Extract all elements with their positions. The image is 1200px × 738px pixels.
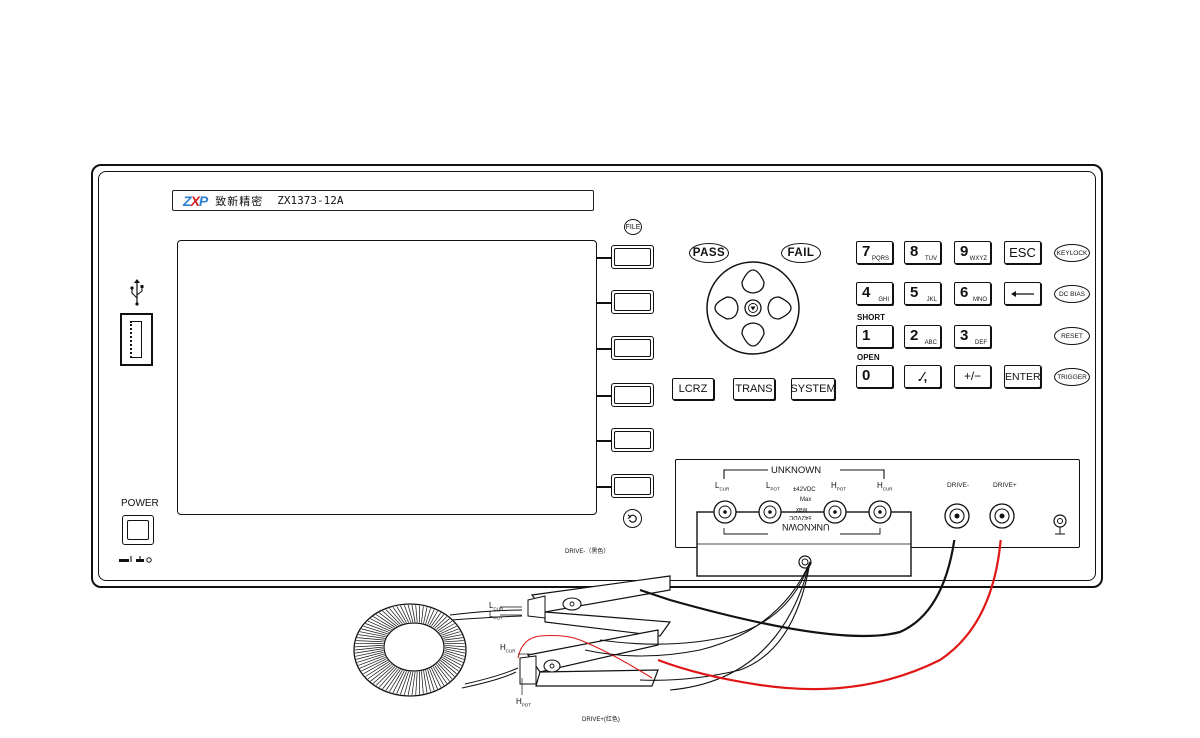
fixture-max: Max [796,506,808,512]
system-key[interactable]: SYSTEM [790,378,836,400]
fail-indicator: FAIL [781,243,821,263]
softkey-line [597,302,611,304]
lcd-screen [177,240,597,515]
keylock-key[interactable]: KEYLOCK [1054,244,1090,262]
unknown-bracket [723,469,885,479]
lcrz-key[interactable]: LCRZ [672,378,714,400]
reset-key[interactable]: RESET [1054,327,1090,345]
brand-logo: ZXP [183,192,208,209]
toroid-core [353,603,467,697]
bnc-h-pot[interactable] [823,500,847,524]
softkey-5[interactable] [611,428,654,452]
voltage-max: Max [800,497,812,503]
file-button[interactable]: FILE [624,219,642,235]
ground-terminal[interactable] [1053,514,1067,535]
drive-minus-note: DRIVE-（黑色） [565,549,610,555]
fixture-unknown-label: UNKNOWN [782,522,830,532]
return-icon [627,514,637,523]
enter-key[interactable]: ENTER [1004,365,1041,388]
backspace-key[interactable] [1004,282,1041,305]
power-button[interactable] [122,515,154,545]
kelvin-clip-high [519,629,659,687]
softkey-3[interactable] [611,336,654,360]
usb-icon [130,279,144,306]
return-button[interactable] [623,509,642,528]
wire-h-cur-label: HCUR [500,643,516,654]
wire-l-cur-label: LCUR [489,601,504,612]
trans-key[interactable]: TRANS [733,378,775,400]
kelvin-clip-low [527,575,672,637]
wire-l-pot-label: LPOT [489,610,503,621]
usb-port[interactable] [120,313,153,366]
drive-plus-note: DRIVE+(红色) [582,717,620,723]
nav-up-key[interactable] [741,269,765,294]
dc-bias-key[interactable]: DC BIAS [1054,285,1090,303]
drive-plus-wire [657,540,1002,691]
power-state-icon [119,556,152,563]
bnc-drive-minus[interactable] [944,503,970,529]
drive-minus-label: DRIVE- [947,482,970,489]
softkey-6[interactable] [611,474,654,498]
bnc-h-cur[interactable] [868,500,892,524]
nav-left-key[interactable] [714,296,739,320]
fixture-voltage: ±42VDC [789,514,812,520]
trigger-key[interactable]: TRIGGER [1054,368,1090,386]
short-label: SHORT [857,313,885,322]
model-number: ZX1373-12A [277,194,344,207]
voltage-rating: ±42VDC [793,487,816,493]
brand-strip: ZXP 致新精密 ZX1373-12A [172,190,594,211]
softkey-line [597,395,611,397]
softkey-line [597,440,611,442]
esc-key[interactable]: ESC [1004,241,1041,264]
softkey-4[interactable] [611,383,654,407]
arrow-left-icon [1011,291,1034,297]
bnc-l-cur[interactable] [713,500,737,524]
front-panel-inner-frame [98,171,1096,581]
key-1[interactable]: 1 [856,325,893,348]
softkey-line [597,348,611,350]
softkey-2[interactable] [611,290,654,314]
wiring-diagram [353,540,1002,697]
dot-key[interactable]: .∕, [904,365,941,388]
navigation-pad[interactable] [705,260,801,356]
softkey-line [597,486,611,488]
l-pot-label: LPOT [766,481,780,492]
bnc-l-pot[interactable] [758,500,782,524]
softkey-line [597,257,611,259]
l-cur-label: LCUR [715,481,730,492]
power-label: POWER [121,498,159,509]
h-cur-label: HCUR [877,481,893,492]
h-pot-label: HPOT [831,481,847,492]
bnc-drive-plus[interactable] [989,503,1015,529]
sign-key[interactable]: +/− [954,365,991,388]
drive-minus-wire [639,540,956,638]
nav-down-key[interactable] [741,322,765,347]
open-label: OPEN [857,353,880,362]
key-0[interactable]: 0 [856,365,893,388]
brand-chinese-name: 致新精密 [215,194,264,208]
drive-plus-label: DRIVE+ [993,482,1017,489]
nav-right-key[interactable] [767,296,792,320]
softkey-1[interactable] [611,245,654,269]
wire-h-pot-label: HPOT [516,697,532,708]
unknown-label: UNKNOWN [771,465,822,476]
pass-indicator: PASS [689,243,729,263]
